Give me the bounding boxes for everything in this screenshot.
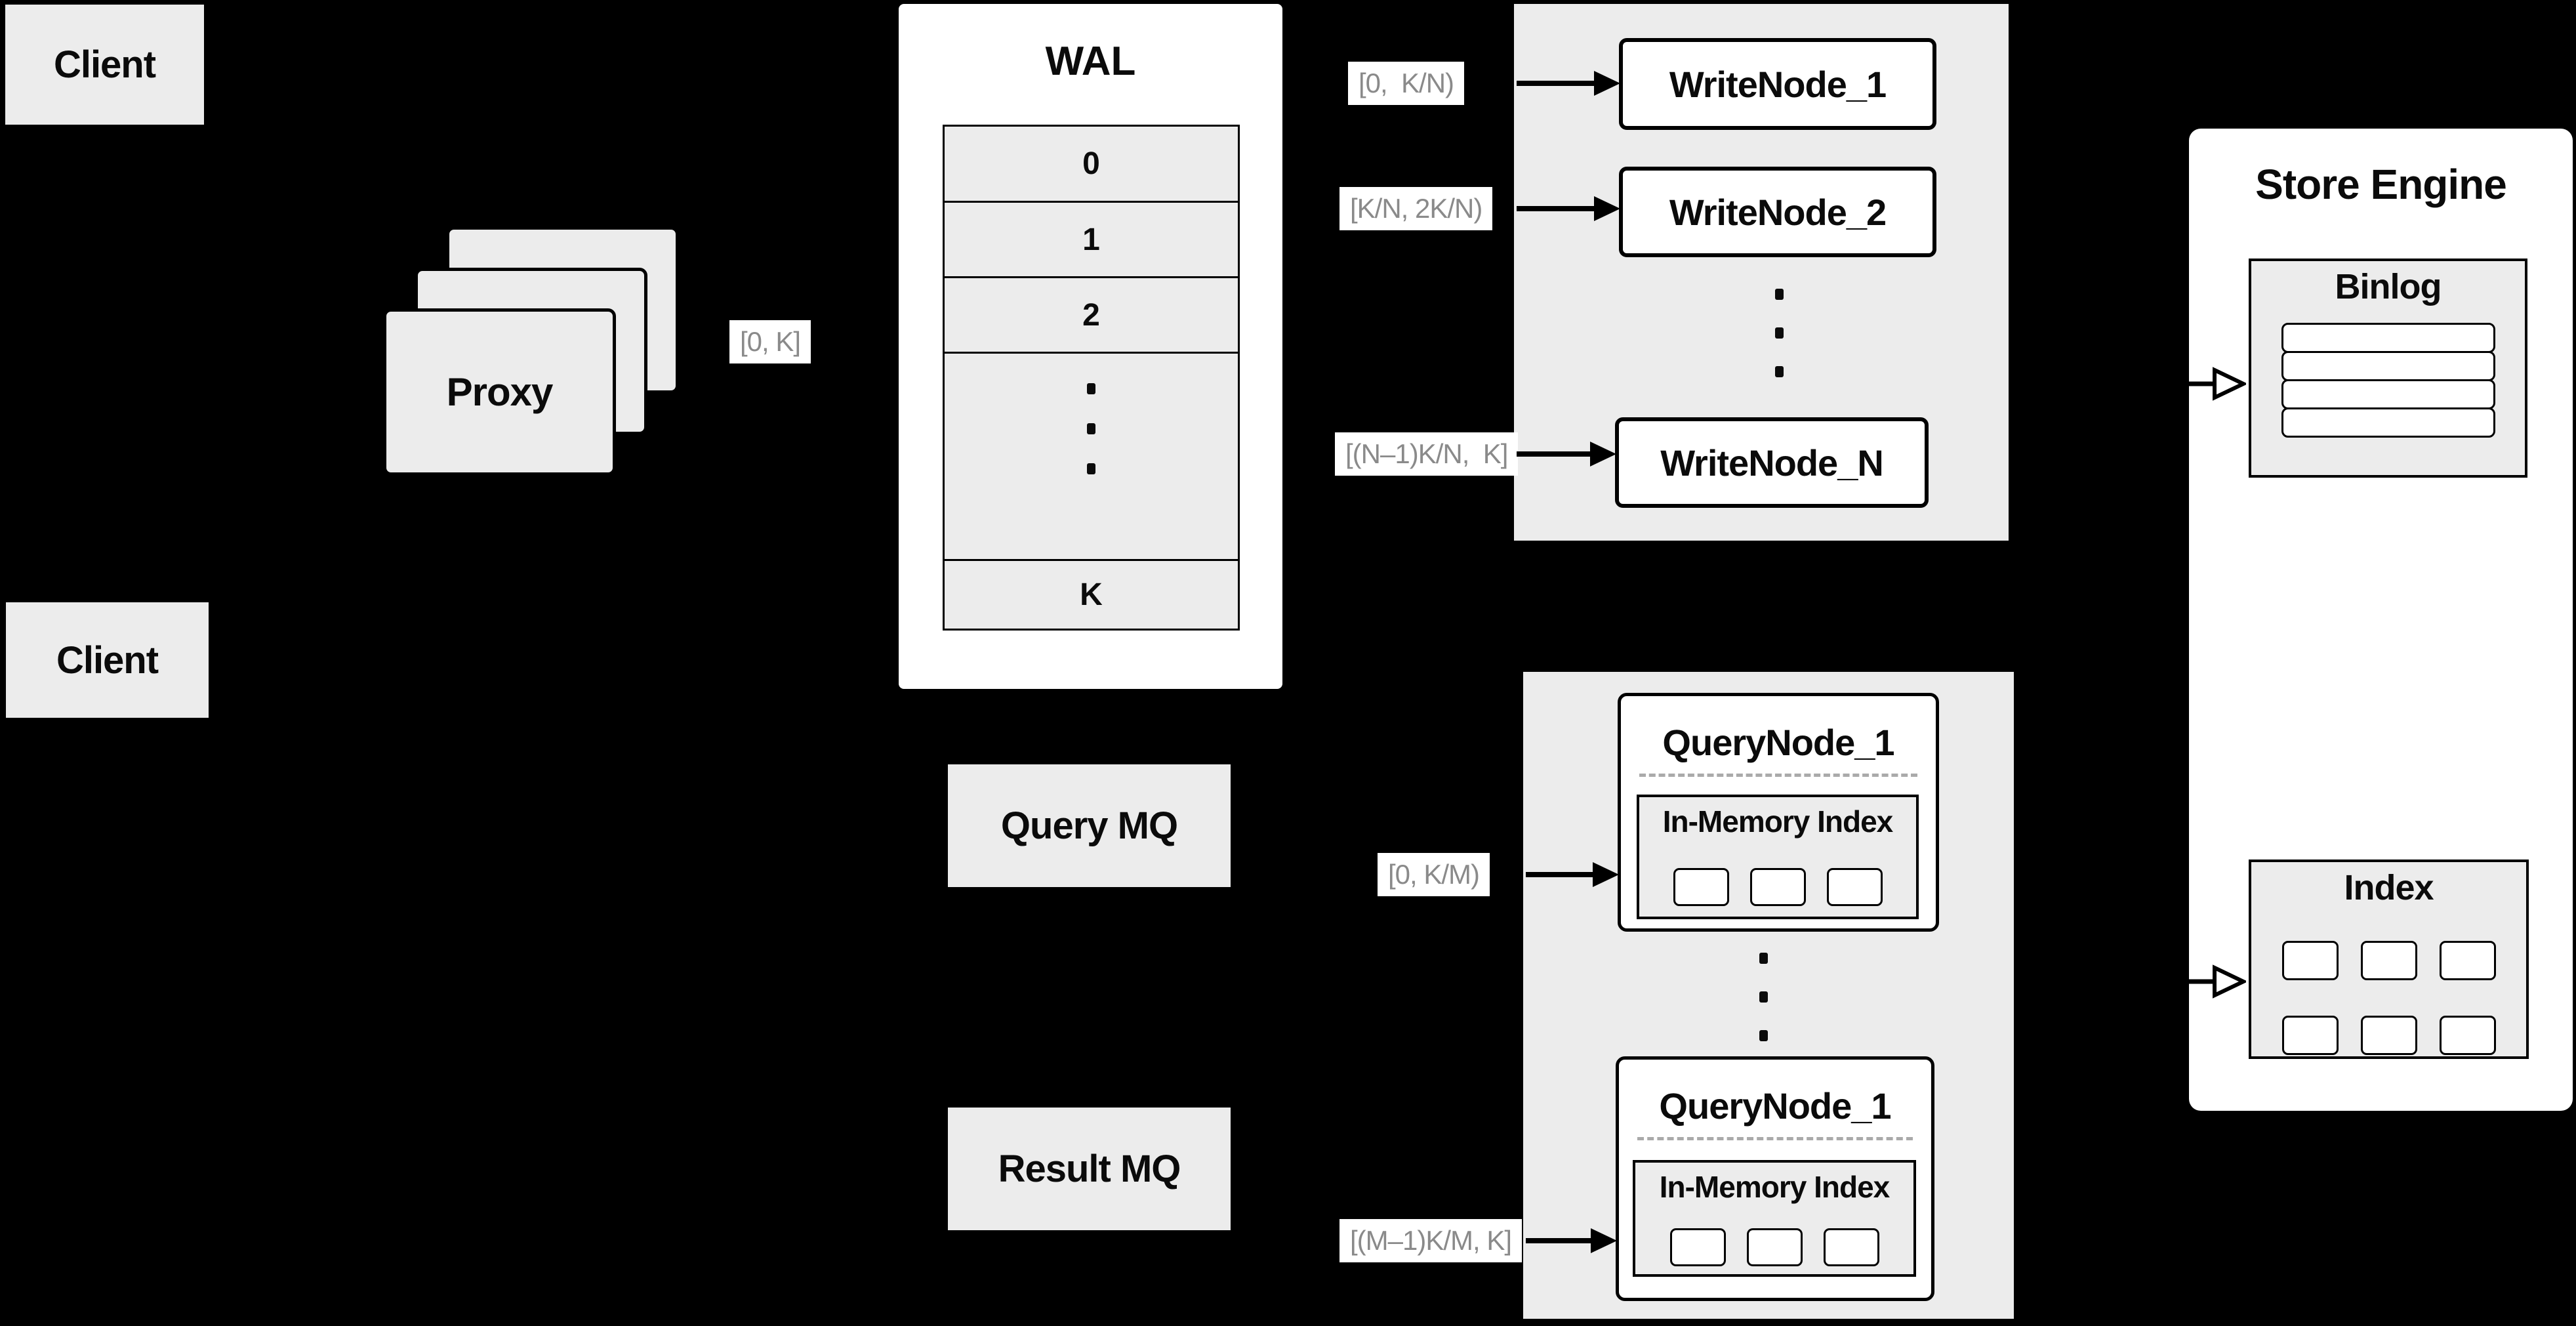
in-memory-index-label: In-Memory Index xyxy=(1662,804,1894,839)
write-node-2-label: WriteNode_2 xyxy=(1669,191,1887,233)
arrowhead-icon xyxy=(1594,71,1620,96)
dot xyxy=(1087,423,1095,434)
write-node-n: WriteNode_N xyxy=(1615,417,1929,508)
segment-cells xyxy=(1635,1228,1913,1266)
arrow-to-query-node-bottom xyxy=(1526,1228,1617,1253)
dashed-divider xyxy=(1637,1137,1913,1140)
client-label: Client xyxy=(53,43,156,86)
arrow-to-write-node-n xyxy=(1517,442,1616,466)
dot xyxy=(1087,463,1095,474)
arrow-to-write-node-2 xyxy=(1517,196,1620,221)
arrowhead-icon xyxy=(1594,196,1620,221)
segment-cell xyxy=(1749,868,1806,906)
range-label-write-n: [(N–1)K/N, K] xyxy=(1335,432,1519,476)
dot xyxy=(1759,991,1768,1003)
write-node-2: WriteNode_2 xyxy=(1619,167,1936,257)
dot xyxy=(1775,366,1784,377)
query-node-title: QueryNode_1 xyxy=(1659,1085,1891,1127)
range-label-query-m: [(M–1)K/M, K] xyxy=(1339,1219,1523,1262)
range-label-write-1: [0, K/N) xyxy=(1348,62,1465,105)
segment-cell xyxy=(1823,1228,1879,1266)
binlog-row xyxy=(2281,351,2495,381)
binlog-rows xyxy=(2281,323,2495,438)
binlog-row xyxy=(2281,407,2495,438)
arrowhead-icon xyxy=(1593,862,1619,887)
write-node-n-label: WriteNode_N xyxy=(1660,442,1884,484)
result-mq-box: Result MQ xyxy=(948,1108,1231,1230)
query-node-top: QueryNode_1 In-Memory Index xyxy=(1618,693,1939,932)
wal-segment-row: 2 xyxy=(945,278,1238,354)
binlog-title: Binlog xyxy=(2335,267,2442,306)
dot xyxy=(1087,383,1095,394)
segment-cell xyxy=(1673,868,1729,906)
wal-title: WAL xyxy=(1045,39,1136,84)
query-mq-label: Query MQ xyxy=(1000,804,1178,847)
store-engine-box: Store Engine Binlog Index xyxy=(2189,129,2573,1111)
ellipsis-dots xyxy=(1759,953,1768,1041)
index-cell xyxy=(2439,1016,2496,1055)
index-cells xyxy=(2251,941,2526,1055)
arrowhead-icon xyxy=(1590,442,1616,466)
query-mq-box: Query MQ xyxy=(948,764,1231,887)
wal-box: WAL 0 1 2 K xyxy=(899,4,1282,689)
arrow-to-query-node-top xyxy=(1526,862,1619,887)
result-mq-label: Result MQ xyxy=(998,1148,1181,1190)
index-title: Index xyxy=(2344,868,2434,907)
arrow-to-write-node-1 xyxy=(1517,71,1620,96)
index-cell xyxy=(2439,941,2496,980)
in-memory-index-box: In-Memory Index xyxy=(1637,795,1919,919)
dot xyxy=(1775,289,1784,300)
dashed-divider xyxy=(1639,774,1917,777)
in-memory-index-box: In-Memory Index xyxy=(1633,1160,1916,1277)
in-memory-index-label: In-Memory Index xyxy=(1659,1170,1891,1204)
segment-cell xyxy=(1669,1228,1726,1266)
query-node-title: QueryNode_1 xyxy=(1662,722,1894,763)
binlog-row xyxy=(2281,379,2495,409)
range-label-query-1: [0, K/M) xyxy=(1378,853,1490,896)
segment-cells xyxy=(1639,868,1916,906)
index-cell xyxy=(2281,941,2339,980)
segment-cell xyxy=(1826,868,1883,906)
write-node-1: WriteNode_1 xyxy=(1619,38,1936,130)
wal-segment-row: K xyxy=(945,561,1238,629)
segment-cell xyxy=(1746,1228,1803,1266)
binlog-box: Binlog xyxy=(2249,259,2527,478)
wal-segment-row: 0 xyxy=(945,127,1238,203)
write-node-1-label: WriteNode_1 xyxy=(1669,63,1887,105)
proxy-box: Proxy xyxy=(383,308,616,476)
client-label: Client xyxy=(56,638,159,682)
dot xyxy=(1759,953,1768,964)
binlog-row xyxy=(2281,323,2495,353)
ellipsis-dots xyxy=(945,354,1238,561)
query-node-bottom: QueryNode_1 In-Memory Index xyxy=(1616,1056,1934,1301)
open-arrow-to-index-icon xyxy=(2186,964,2246,999)
dot xyxy=(1759,1030,1768,1041)
index-cell xyxy=(2360,941,2417,980)
proxy-label: Proxy xyxy=(446,370,554,414)
index-cell xyxy=(2360,1016,2417,1055)
index-cell xyxy=(2281,1016,2339,1055)
wal-segment-table: 0 1 2 K xyxy=(943,125,1240,631)
dot xyxy=(1775,327,1784,339)
index-box: Index xyxy=(2249,860,2529,1059)
store-engine-title: Store Engine xyxy=(2255,161,2507,208)
client-box-bottom: Client xyxy=(6,602,209,718)
client-box-top: Client xyxy=(5,5,204,125)
range-label-proxy-out: [0, K] xyxy=(729,320,811,363)
arrowhead-icon xyxy=(1591,1228,1617,1253)
ellipsis-dots xyxy=(1775,289,1784,377)
wal-segment-row: 1 xyxy=(945,203,1238,278)
range-label-write-2: [K/N, 2K/N) xyxy=(1339,187,1493,230)
open-arrow-to-binlog-icon xyxy=(2186,367,2246,401)
